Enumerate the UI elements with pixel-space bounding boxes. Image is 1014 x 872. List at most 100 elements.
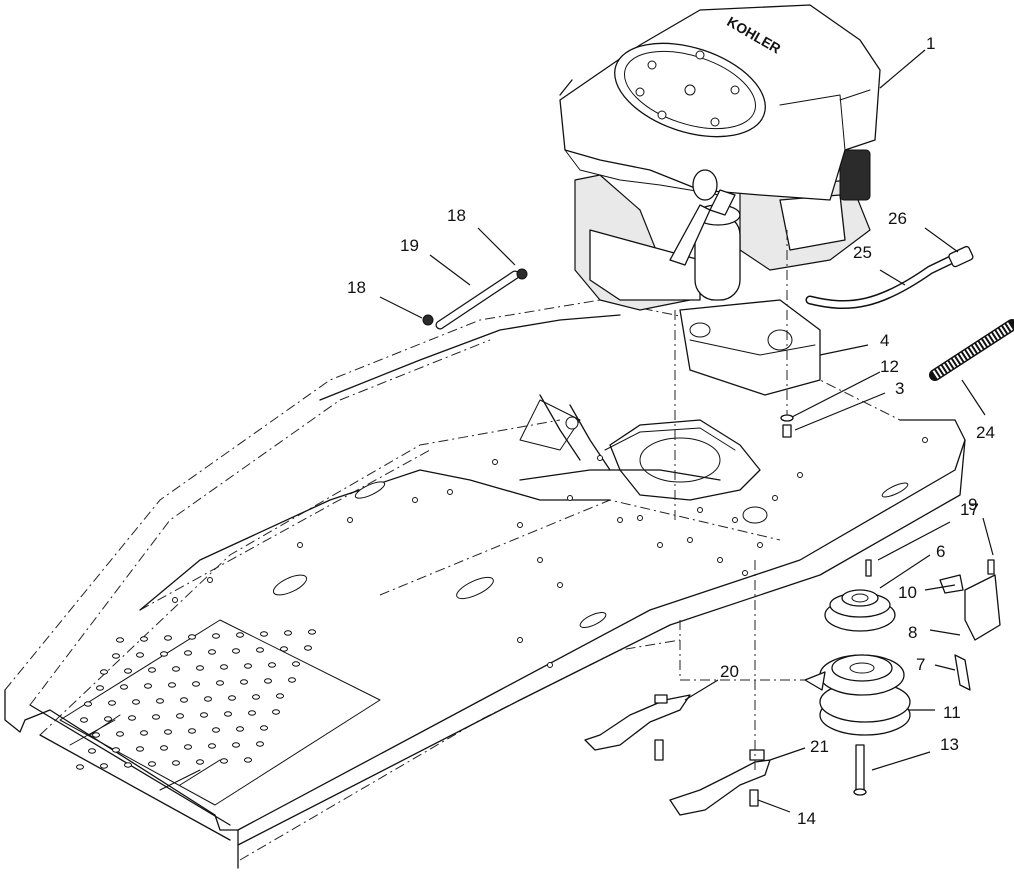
perforation-hole: [120, 684, 128, 690]
perforation-hole: [236, 726, 244, 732]
perforation-hole: [264, 678, 272, 684]
perforation-hole: [172, 760, 180, 766]
perforation-hole: [284, 630, 292, 636]
perforation-hole: [252, 694, 260, 700]
perforation-hole: [228, 695, 236, 701]
clutch-bracket: [939, 559, 1001, 691]
callout-24: 24: [976, 423, 995, 442]
perforation-hole: [100, 669, 108, 675]
callout-6: 6: [936, 542, 945, 561]
perforation-hole: [76, 764, 84, 770]
perforation-hole: [184, 744, 192, 750]
perforation-hole: [116, 731, 124, 737]
frame-holes: [172, 437, 928, 668]
perforation-hole: [164, 729, 172, 735]
perforation-hole: [96, 685, 104, 691]
callout-7: 7: [916, 655, 925, 674]
perforation-hole: [208, 743, 216, 749]
callout-1: 1: [926, 34, 935, 53]
callout-17: 17: [960, 500, 979, 519]
perforation-hole: [220, 758, 228, 764]
perforation-hole: [256, 647, 264, 653]
perforation-hole: [136, 652, 144, 658]
callout-21: 21: [810, 737, 829, 756]
perforation-hole: [240, 679, 248, 685]
perforation-hole: [192, 681, 200, 687]
perforation-hole: [164, 635, 172, 641]
perforation-hole: [88, 748, 96, 754]
callout-9: 9: [968, 495, 977, 514]
perforation-hole: [204, 696, 212, 702]
electric-clutch: [804, 654, 911, 796]
callout-11: 11: [943, 703, 961, 722]
perforation-hole: [156, 698, 164, 704]
perforation-hole: [160, 745, 168, 751]
perforation-hole: [260, 631, 268, 637]
perforation-hole: [80, 717, 88, 723]
perforation-hole: [224, 711, 232, 717]
mower-frame: [4, 299, 966, 869]
perforation-hole: [100, 763, 108, 769]
callout-labels: 1 3 4 6 7 8 9 10 11 12 13 14 17 18 18 19…: [347, 34, 995, 828]
perforation-hole: [244, 757, 252, 763]
perforation-hole: [160, 651, 168, 657]
perforation-hole: [152, 714, 160, 720]
perforation-hole: [136, 746, 144, 752]
clutch-mount-brackets: [584, 694, 771, 816]
callout-19: 19: [400, 236, 419, 255]
callout-18-left: 18: [347, 278, 366, 297]
perforation-hole: [288, 677, 296, 683]
perforation-hole: [244, 663, 252, 669]
perforation-hole: [124, 762, 132, 768]
perforation-hole: [132, 699, 140, 705]
perforation-hole: [180, 697, 188, 703]
perforation-hole: [112, 747, 120, 753]
callout-4: 4: [880, 331, 889, 350]
perforation-hole: [216, 680, 224, 686]
bolt-washer: [780, 414, 794, 438]
perforation-hole: [260, 725, 268, 731]
perforation-hole: [172, 666, 180, 672]
callout-18-top: 18: [447, 206, 466, 225]
perforation-hole: [236, 632, 244, 638]
breather-tube: [422, 268, 528, 330]
perforation-hole: [292, 661, 300, 667]
perforation-hole: [248, 710, 256, 716]
callout-12: 12: [880, 357, 899, 376]
perforation-hole: [212, 633, 220, 639]
pulley: [824, 559, 896, 632]
perforation-hole: [124, 668, 132, 674]
perforation-hole: [112, 653, 120, 659]
callout-10: 10: [898, 583, 917, 602]
perforation-hole: [208, 649, 216, 655]
callout-8: 8: [908, 623, 917, 642]
perforation-hole: [196, 759, 204, 765]
oil-drain-hose: [805, 245, 974, 309]
perforation-hole: [304, 645, 312, 651]
perforation-hole: [212, 727, 220, 733]
callout-13: 13: [940, 735, 959, 754]
callout-25: 25: [853, 243, 872, 262]
spring: [929, 319, 1014, 381]
perforation-hole: [128, 715, 136, 721]
perforation-hole: [196, 665, 204, 671]
perforation-hole: [188, 728, 196, 734]
perforation-hole: [256, 741, 264, 747]
perforation-hole: [140, 636, 148, 642]
alignment-lines: [674, 230, 805, 770]
perforation-hole: [144, 683, 152, 689]
perforation-hole: [232, 742, 240, 748]
perforation-hole: [148, 761, 156, 767]
callout-26: 26: [888, 209, 907, 228]
perforation-hole: [280, 646, 288, 652]
callout-3: 3: [895, 379, 904, 398]
floor-plate-holes: [76, 629, 316, 770]
perforation-hole: [104, 716, 112, 722]
perforation-hole: [116, 637, 124, 643]
perforation-hole: [168, 682, 176, 688]
perforation-hole: [184, 650, 192, 656]
perforation-hole: [84, 701, 92, 707]
perforation-hole: [148, 667, 156, 673]
perforation-hole: [268, 662, 276, 668]
